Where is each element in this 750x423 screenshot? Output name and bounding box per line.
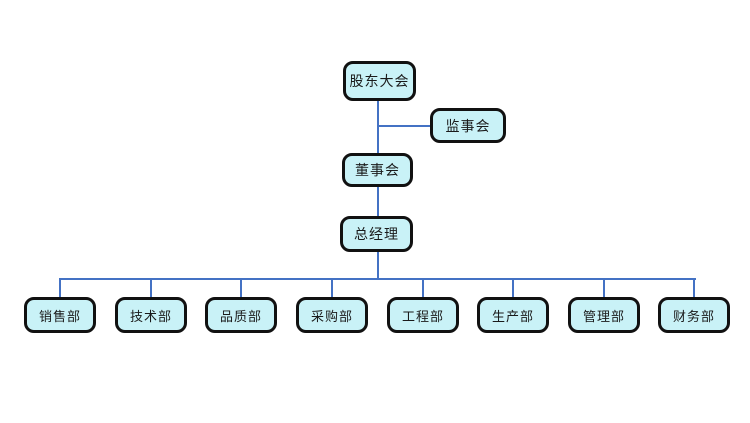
connector-to-supervisory-board (378, 125, 431, 127)
node-label: 技术部 (129, 309, 172, 325)
org-node-finance-dept: 财务部 (658, 297, 730, 333)
org-node-management-dept: 管理部 (568, 297, 640, 333)
connector-drop-production (512, 278, 514, 299)
connector-shareholders-to-board (377, 100, 379, 154)
org-node-production-dept: 生产部 (477, 297, 549, 333)
connector-drop-management (603, 278, 605, 299)
node-label: 股东大会 (349, 74, 410, 90)
node-label: 生产部 (491, 309, 534, 325)
org-node-procurement-dept: 采购部 (296, 297, 368, 333)
node-label: 销售部 (38, 309, 81, 325)
org-node-quality-dept: 品质部 (205, 297, 277, 333)
node-label: 工程部 (401, 309, 444, 325)
connector-gm-to-bus (377, 251, 379, 280)
node-label: 管理部 (582, 309, 625, 325)
connector-drop-quality (240, 278, 242, 299)
org-node-supervisory-board: 监事会 (430, 108, 506, 143)
connector-drop-technology (150, 278, 152, 299)
org-node-board-of-directors: 董事会 (342, 153, 413, 187)
connector-drop-engineering (422, 278, 424, 299)
org-node-engineering-dept: 工程部 (387, 297, 459, 333)
connector-drop-procurement (331, 278, 333, 299)
connector-department-bus (59, 278, 696, 280)
connector-drop-sales (59, 278, 61, 299)
org-node-shareholders-meeting: 股东大会 (343, 61, 416, 101)
node-label: 采购部 (310, 309, 353, 325)
connector-board-to-gm (377, 186, 379, 217)
node-label: 品质部 (219, 309, 262, 325)
node-label: 董事会 (355, 163, 400, 179)
node-label: 监事会 (445, 118, 491, 135)
org-node-technology-dept: 技术部 (115, 297, 187, 333)
connector-drop-finance (693, 278, 695, 299)
node-label: 总经理 (354, 227, 399, 243)
node-label: 财务部 (672, 309, 715, 325)
org-node-general-manager: 总经理 (340, 216, 413, 252)
org-node-sales-dept: 销售部 (24, 297, 96, 333)
